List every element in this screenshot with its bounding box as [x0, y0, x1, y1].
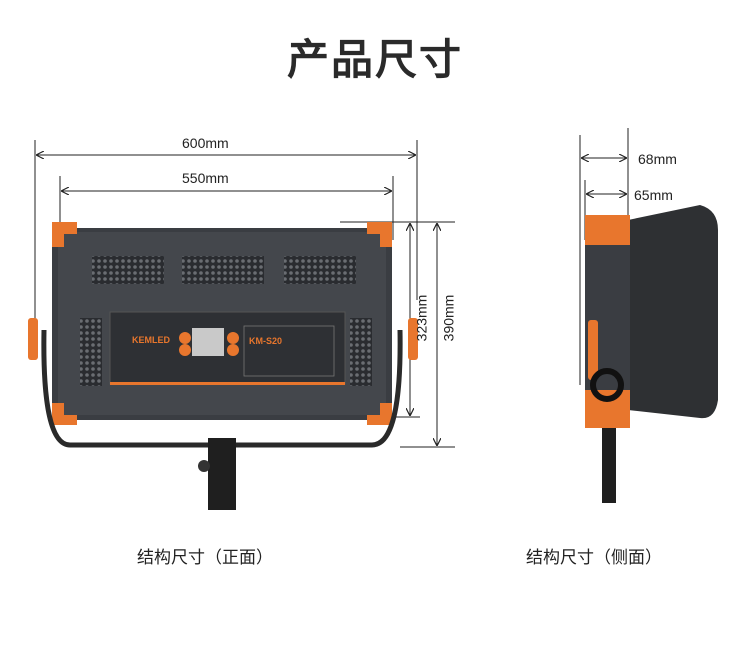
- brand-logo: KEMLED: [132, 335, 171, 345]
- depth-inner-label: 65mm: [634, 187, 673, 203]
- width-outer-label: 600mm: [182, 135, 229, 151]
- side-light-view: [585, 205, 718, 503]
- height-total-label: 390mm: [440, 294, 457, 342]
- side-view-caption: 结构尺寸（侧面）: [526, 548, 662, 568]
- depth-outer-label: 68mm: [638, 151, 677, 167]
- height-panel-label: 323mm: [413, 294, 430, 342]
- model-label: KM-S20: [249, 336, 282, 346]
- front-light-panel: [28, 222, 418, 510]
- width-inner-label: 550mm: [182, 170, 229, 186]
- front-view-caption: 结构尺寸（正面）: [137, 548, 273, 568]
- page-title: 产品尺寸: [286, 35, 463, 84]
